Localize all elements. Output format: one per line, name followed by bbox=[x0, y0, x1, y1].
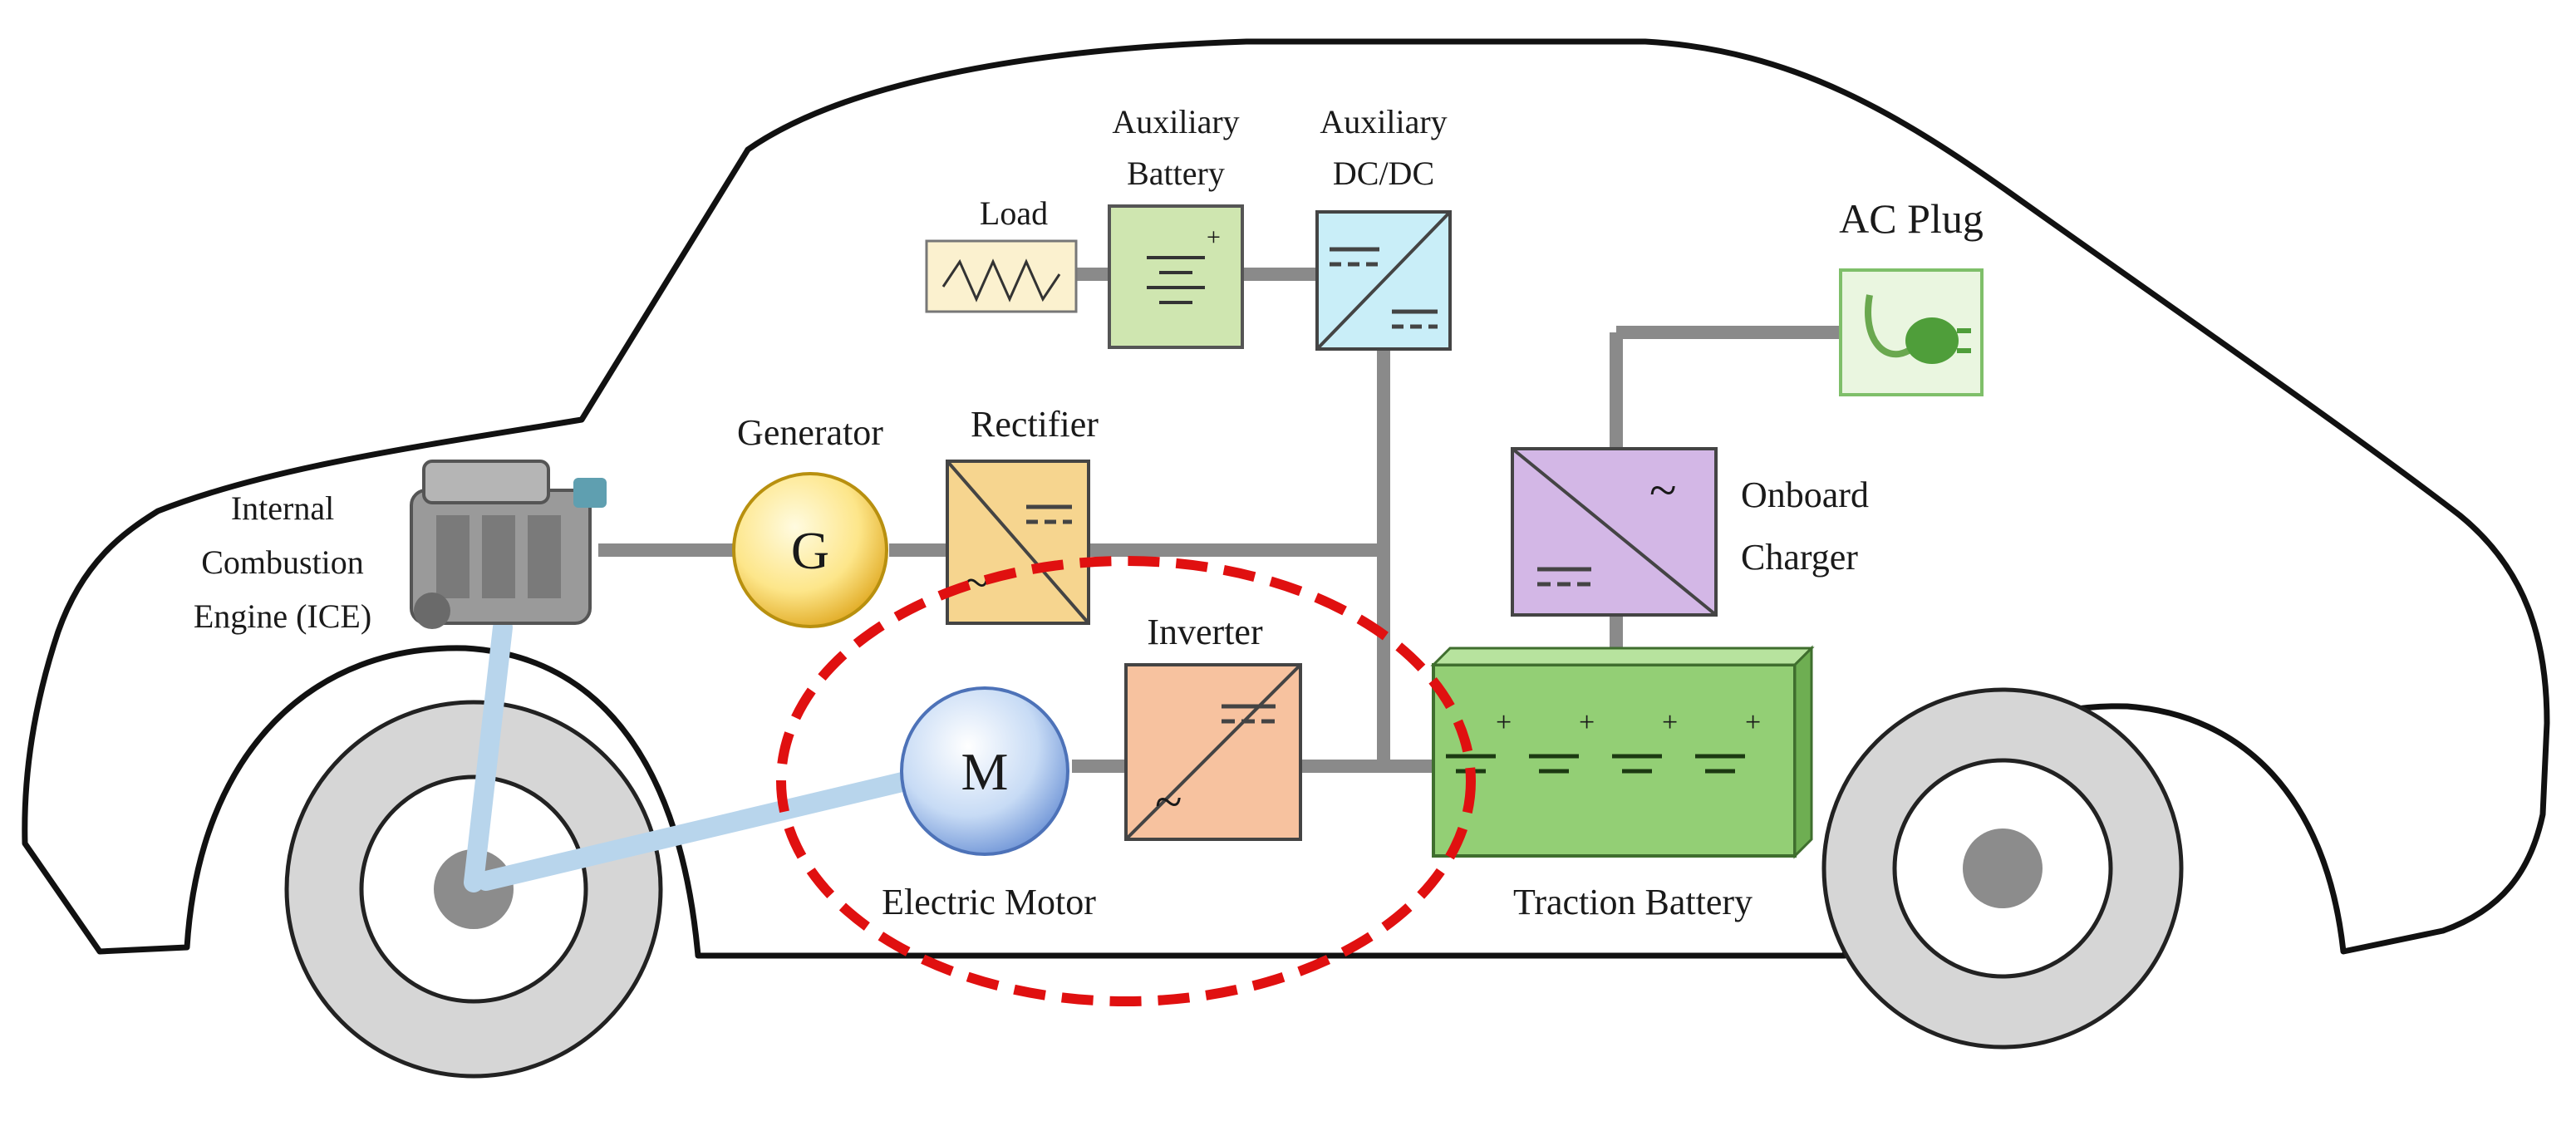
auxiliary-battery-block: + bbox=[1108, 204, 1244, 349]
aux-dcdc-label-line2: DC/DC bbox=[1333, 155, 1434, 192]
svg-text:+: + bbox=[1496, 707, 1512, 738]
svg-text:+: + bbox=[1662, 707, 1678, 738]
electric-motor: M bbox=[900, 686, 1069, 856]
auxiliary-dcdc-block bbox=[1315, 210, 1452, 351]
rear-wheel bbox=[1821, 687, 2184, 1050]
generator-symbol: G bbox=[791, 521, 829, 580]
svg-text:~: ~ bbox=[1649, 463, 1676, 518]
electric-motor-label: Electric Motor bbox=[882, 882, 1096, 922]
motor-symbol: M bbox=[961, 742, 1009, 801]
onboard-charger-block: ~ bbox=[1511, 447, 1718, 617]
svg-text:+: + bbox=[1579, 707, 1595, 738]
traction-battery-block: + + + + bbox=[1430, 645, 1815, 859]
inverter-block: ~ bbox=[1124, 663, 1302, 841]
aux-battery-label-line2: Battery bbox=[1127, 155, 1225, 192]
ac-plug-block bbox=[1839, 268, 1984, 396]
onboard-charger-label-line2: Charger bbox=[1741, 537, 1858, 578]
ice-label-line1: Internal bbox=[231, 489, 334, 527]
ice-label-line3: Engine (ICE) bbox=[194, 597, 371, 635]
ac-plug-label: AC Plug bbox=[1839, 195, 1984, 242]
rectifier-label: Rectifier bbox=[971, 404, 1099, 445]
aux-dcdc-label-line1: Auxiliary bbox=[1320, 103, 1447, 140]
aux-battery-label-line1: Auxiliary bbox=[1112, 103, 1239, 140]
onboard-charger-label-line1: Onboard bbox=[1741, 474, 1869, 515]
drive-shafts bbox=[464, 617, 916, 892]
rectifier-block: ~ bbox=[946, 460, 1090, 625]
labels-layer: Internal Combustion Engine (ICE) Generat… bbox=[194, 103, 1984, 922]
svg-text:+: + bbox=[1745, 707, 1761, 738]
traction-battery-label: Traction Battery bbox=[1513, 882, 1753, 922]
engine-image bbox=[410, 460, 607, 629]
ice-label-line2: Combustion bbox=[201, 543, 364, 581]
highlight-ellipse bbox=[776, 556, 1476, 1006]
generator: G bbox=[732, 472, 888, 628]
load-block bbox=[925, 239, 1078, 313]
inverter-label: Inverter bbox=[1147, 612, 1263, 652]
load-label: Load bbox=[980, 194, 1048, 232]
svg-text:~: ~ bbox=[1155, 774, 1182, 829]
generator-label: Generator bbox=[737, 412, 883, 453]
svg-text:+: + bbox=[1207, 224, 1221, 251]
